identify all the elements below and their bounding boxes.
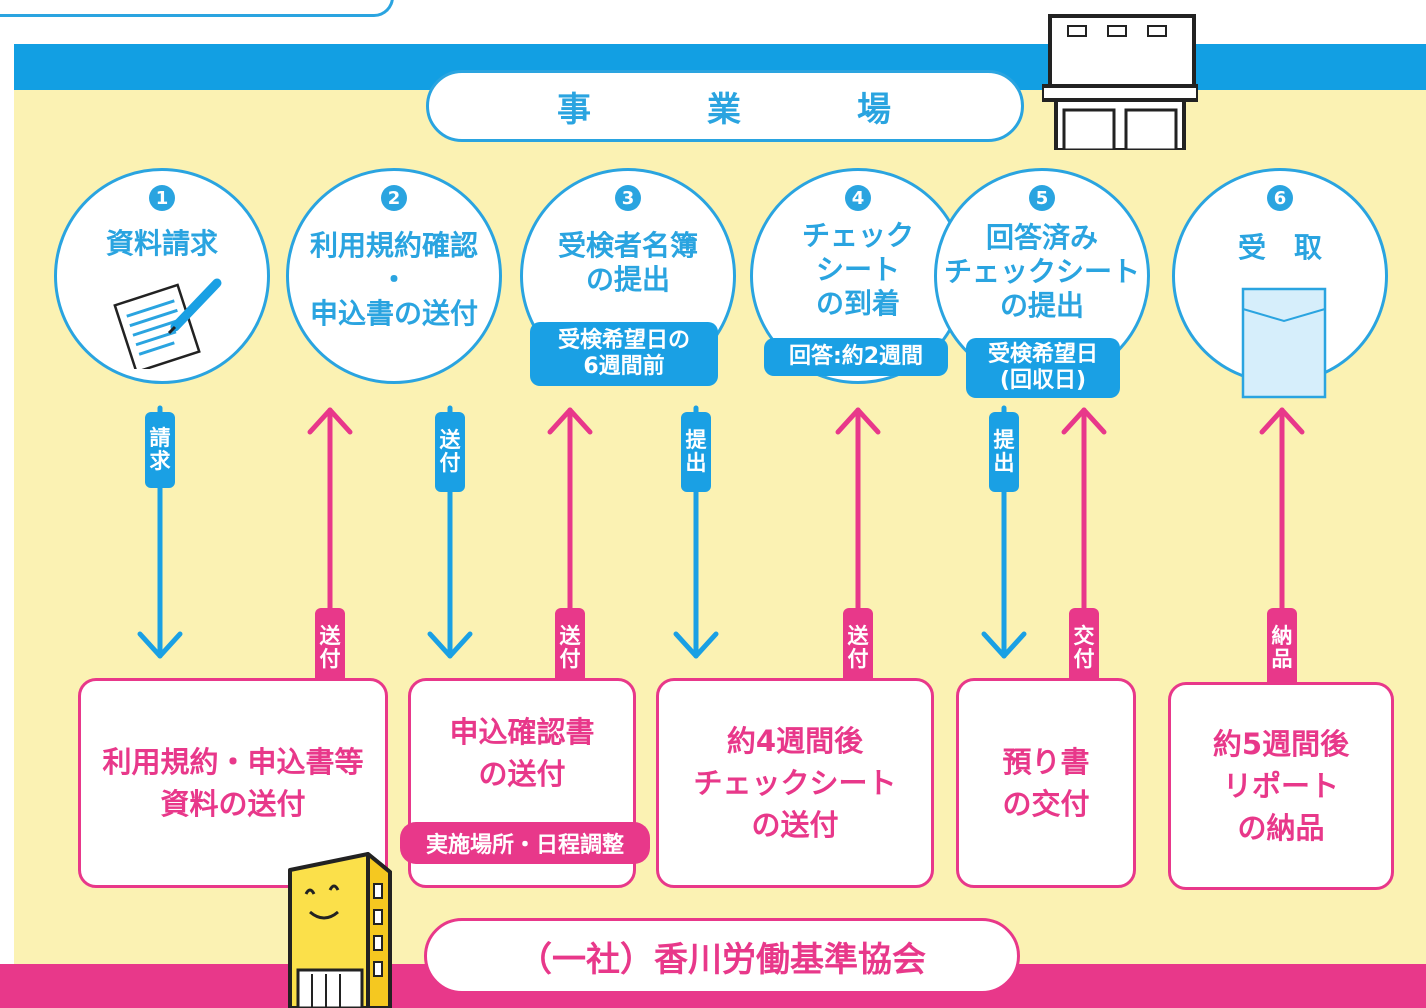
submit-tag-2-char-2: 出	[993, 451, 1015, 475]
step-4-answer-period-note: 回答:約2週間	[764, 338, 948, 376]
envelope-icon	[1241, 287, 1327, 399]
deliver-tag-char-1: 納	[1271, 624, 1293, 648]
send-tag-1-char-1: 送	[439, 428, 461, 452]
workplace-char-3: 場	[857, 89, 893, 130]
send-tag-2-char-1: 送	[319, 624, 341, 648]
step-2-title: 利用規約確認 ・ 申込書の送付	[309, 229, 478, 330]
box-deliver-report: 約5週間後 リポート の納品	[1168, 682, 1394, 890]
box-issue-receipt: 預り書 の交付	[956, 678, 1136, 888]
step-6-circle: 6 受 取	[1172, 168, 1388, 399]
box-deliver-report-text: 約5週間後 リポート の納品	[1212, 727, 1350, 845]
document-pen-icon	[113, 278, 222, 369]
box-send-checksheet: 約4週間後 チェックシート の送付	[656, 678, 934, 888]
building-icon	[1042, 14, 1198, 150]
issue-tag: 交 付	[1069, 608, 1099, 688]
box-send-confirmation-text: 申込確認書 の送付	[449, 715, 595, 791]
workplace-label: 事 業 場	[426, 70, 1024, 142]
send-tag-3: 送 付	[555, 608, 585, 688]
step-6-title: 受 取	[1237, 231, 1322, 264]
box-send-checksheet-text: 約4週間後 チェックシート の送付	[693, 724, 897, 842]
box-send-documents-text: 利用規約・申込書等 資料の送付	[102, 745, 364, 821]
schedule-adjustment-note: 実施場所・日程調整	[400, 822, 650, 864]
step-1-circle: 1 資料請求	[54, 168, 270, 384]
step-3-title: 受検者名簿 の提出	[557, 229, 698, 296]
send-tag-2: 送 付	[315, 608, 345, 688]
step-3-number: 3	[615, 185, 641, 211]
workplace-char-1: 事	[557, 89, 593, 130]
send-tag-3-char-2: 付	[559, 647, 581, 671]
send-tag-4-char-1: 送	[847, 624, 869, 648]
workplace-char-2: 業	[707, 89, 743, 130]
step-1-title: 資料請求	[105, 227, 218, 260]
step-4-title: チェック シート の到着	[801, 219, 914, 320]
step-2-number: 2	[381, 185, 407, 211]
send-tag-2-char-2: 付	[319, 647, 341, 671]
step-5-number: 5	[1029, 185, 1055, 211]
send-tag-1-char-2: 付	[439, 451, 461, 475]
step-5-collection-date-note: 受検希望日 (回収日)	[966, 338, 1120, 398]
submit-tag-1: 提 出	[681, 412, 711, 492]
step-1-number: 1	[149, 185, 175, 211]
association-label: （一社）香川労働基準協会	[424, 918, 1020, 994]
request-tag: 請 求	[145, 412, 175, 488]
step-4-number: 4	[845, 185, 871, 211]
send-tag-4-char-2: 付	[847, 647, 869, 671]
step-5-title: 回答済み チェックシート の提出	[943, 221, 1140, 322]
submit-tag-1-char-2: 出	[685, 451, 707, 475]
box-send-documents: 利用規約・申込書等 資料の送付	[78, 678, 388, 888]
request-tag-char-2: 求	[149, 449, 171, 473]
deliver-tag-char-2: 品	[1271, 647, 1293, 671]
deliver-tag: 納 品	[1267, 608, 1297, 688]
submit-tag-2: 提 出	[989, 412, 1019, 492]
step-3-deadline-note: 受検希望日の 6週間前	[530, 322, 718, 386]
step-2-circle: 2 利用規約確認 ・ 申込書の送付	[286, 168, 502, 384]
issue-tag-char-2: 付	[1073, 647, 1095, 671]
box-issue-receipt-text: 預り書 の交付	[1002, 745, 1090, 821]
request-tag-char-1: 請	[149, 426, 171, 450]
step-6-number: 6	[1267, 185, 1293, 211]
issue-tag-char-1: 交	[1073, 624, 1095, 648]
send-tag-1: 送 付	[435, 412, 465, 492]
smiling-building-mascot-icon	[288, 852, 392, 1008]
send-tag-4: 送 付	[843, 608, 873, 688]
submit-tag-1-char-1: 提	[685, 428, 707, 452]
send-tag-3-char-1: 送	[559, 624, 581, 648]
submit-tag-2-char-1: 提	[993, 428, 1015, 452]
